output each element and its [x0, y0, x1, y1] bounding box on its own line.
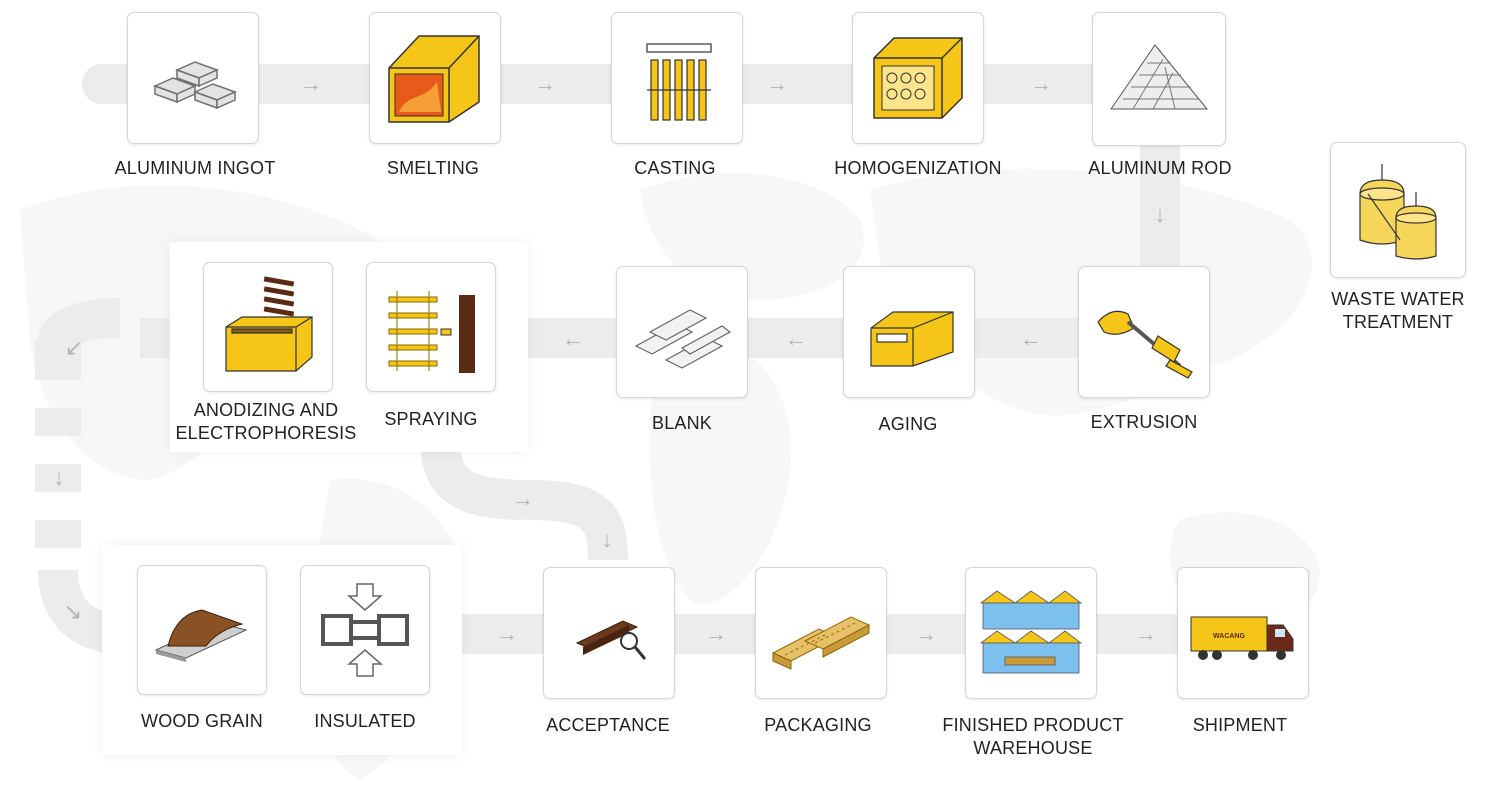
packaged-bundles-icon — [771, 616, 871, 670]
card-aluminum-ingot — [127, 12, 259, 144]
label-smelting: SMELTING — [386, 158, 480, 178]
label-waste-water-treatment: WASTE WATER TREATMENT — [1298, 288, 1495, 334]
label-anodizing-line2: ELECTROPHORESIS — [175, 423, 357, 443]
card-shipment: WACANG — [1177, 567, 1309, 699]
delivery-truck-icon: WACANG — [1190, 616, 1294, 660]
flow-dash — [35, 464, 81, 492]
label-anodizing-electrophoresis: ANODIZING AND ELECTROPHORESIS — [166, 399, 366, 445]
card-finished-product-warehouse — [965, 567, 1097, 699]
card-smelting — [369, 12, 501, 144]
extrusion-press-icon — [1097, 310, 1193, 379]
label-waste-water-line1: WASTE WATER — [1331, 289, 1465, 309]
water-tank-icon — [1359, 164, 1437, 260]
arrow-down: ↓ — [601, 527, 613, 552]
label-acceptance: ACCEPTANCE — [546, 715, 670, 735]
flow-track-left-vertical — [35, 340, 81, 380]
label-spraying: SPRAYING — [384, 409, 478, 429]
card-wood-grain — [137, 565, 267, 695]
label-homogenization: HOMOGENIZATION — [834, 158, 1002, 178]
aging-oven-icon — [870, 311, 954, 367]
rod-pile-icon — [1110, 44, 1209, 110]
anodizing-tank-icon — [225, 276, 313, 372]
card-packaging — [755, 567, 887, 699]
arrow-right: → — [300, 71, 322, 96]
card-extrusion — [1078, 266, 1210, 398]
card-waste-water-treatment — [1330, 142, 1466, 278]
arrow-right: → — [496, 621, 518, 646]
arrow-left: ← — [785, 326, 807, 351]
label-anodizing-line1: ANODIZING AND — [193, 400, 339, 420]
arrow-right: → — [512, 486, 534, 511]
arrow-right: → — [766, 71, 788, 96]
wood-grain-film-icon — [154, 609, 248, 662]
arrow-right: → — [1135, 621, 1157, 646]
card-homogenization — [852, 12, 984, 144]
label-finished-product-warehouse: FINISHED PRODUCT WAREHOUSE — [933, 714, 1133, 760]
label-wood-grain: WOOD GRAIN — [141, 711, 263, 731]
arrow-right: → — [915, 621, 937, 646]
truck-brand-text: WACANG — [1213, 633, 1245, 640]
arrow-down: ↓ — [53, 465, 65, 490]
label-aging: AGING — [878, 414, 938, 434]
arrow-down: ↓ — [1154, 202, 1166, 227]
homogenizing-furnace-icon — [873, 37, 963, 119]
flow-dash — [35, 408, 81, 436]
arrow-down-right: ↘ — [63, 599, 83, 624]
label-extrusion: EXTRUSION — [1090, 412, 1198, 432]
label-packaging: PACKAGING — [764, 715, 872, 735]
card-acceptance — [543, 567, 675, 699]
thermal-break-profile-icon — [321, 583, 409, 677]
profile-blanks-icon — [634, 309, 732, 369]
card-casting — [611, 12, 743, 144]
casting-mold-icon — [646, 43, 712, 121]
card-anodizing-electrophoresis — [203, 262, 333, 392]
label-blank: BLANK — [651, 413, 713, 433]
label-aluminum-ingot: ALUMINUM INGOT — [114, 158, 276, 178]
card-aluminum-rod — [1092, 12, 1226, 146]
card-insulated — [300, 565, 430, 695]
label-aluminum-rod: ALUMINUM ROD — [1088, 158, 1232, 178]
ingot-stack-icon — [152, 61, 238, 110]
label-casting: CASTING — [634, 158, 716, 178]
arrow-right: → — [534, 71, 556, 96]
arrow-down-left: ↙ — [64, 335, 84, 360]
label-insulated: INSULATED — [314, 711, 416, 731]
label-warehouse-line1: FINISHED PRODUCT — [942, 715, 1124, 735]
arrow-left: ← — [562, 326, 584, 351]
arrow-right: → — [1030, 71, 1052, 96]
spray-rack-icon — [388, 291, 475, 373]
flow-dash — [35, 520, 81, 548]
inspection-magnifier-icon — [575, 620, 647, 660]
arrow-left: ← — [1020, 326, 1042, 351]
label-warehouse-line2: WAREHOUSE — [973, 738, 1093, 758]
card-blank — [616, 266, 748, 398]
arrow-right: → — [705, 621, 727, 646]
label-shipment: SHIPMENT — [1192, 715, 1288, 735]
furnace-icon — [388, 35, 480, 123]
label-waste-water-line2: TREATMENT — [1342, 312, 1454, 332]
card-aging — [843, 266, 975, 398]
card-spraying — [366, 262, 496, 392]
warehouse-icon — [979, 590, 1083, 674]
